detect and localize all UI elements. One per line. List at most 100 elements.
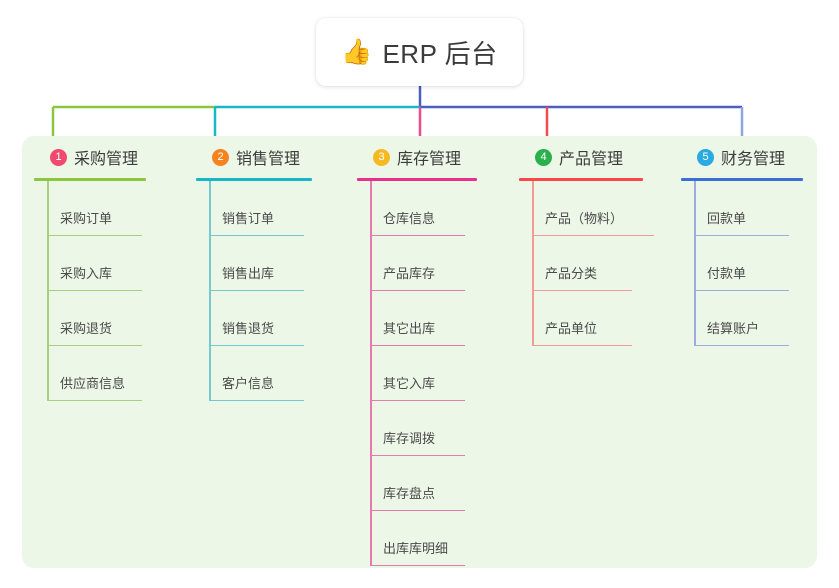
leaf-list: 仓库信息产品库存其它出库其它入库库存调拨库存盘点出库库明细 <box>357 181 477 566</box>
leaf-spine <box>209 181 211 401</box>
leaf-item[interactable]: 产品分类 <box>519 236 643 291</box>
leaf-item[interactable]: 供应商信息 <box>34 346 146 401</box>
leaf-label: 产品单位 <box>545 321 598 336</box>
leaf-label: 付款单 <box>707 266 747 281</box>
leaf-item[interactable]: 付款单 <box>681 236 803 291</box>
leaf-item[interactable]: 客户信息 <box>196 346 312 401</box>
leaf-underline <box>209 344 304 346</box>
branch-number-badge: 1 <box>50 148 67 166</box>
leaf-item[interactable]: 产品（物料） <box>519 181 654 236</box>
leaf-label: 仓库信息 <box>383 211 436 226</box>
leaf-label: 产品（物料） <box>545 211 624 226</box>
branch-title: 销售管理 <box>236 151 301 168</box>
leaf-underline <box>532 289 632 291</box>
leaf-underline <box>47 399 142 401</box>
leaf-underline <box>694 344 789 346</box>
leaf-label: 采购退货 <box>60 321 113 336</box>
leaf-label: 销售出库 <box>222 266 275 281</box>
leaf-label: 销售订单 <box>222 211 275 226</box>
leaf-item[interactable]: 其它入库 <box>357 346 477 401</box>
leaf-label: 客户信息 <box>222 376 275 391</box>
branch-header-1[interactable]: 1 采购管理 <box>34 145 146 169</box>
leaf-underline <box>370 234 465 236</box>
root-node[interactable]: 👍 ERP 后台 <box>316 18 523 86</box>
leaf-label: 采购订单 <box>60 211 113 226</box>
leaf-underline <box>209 234 304 236</box>
leaf-underline <box>532 234 654 236</box>
root-node-content: 👍 ERP 后台 <box>341 34 497 71</box>
leaf-item[interactable]: 销售退货 <box>196 291 312 346</box>
branch-title: 采购管理 <box>74 151 139 168</box>
branch-header-4[interactable]: 4 产品管理 <box>519 145 643 169</box>
branch-number-badge: 3 <box>373 148 390 166</box>
leaf-item[interactable]: 产品库存 <box>357 236 477 291</box>
branch-number-badge: 5 <box>697 148 714 166</box>
leaf-underline <box>370 289 465 291</box>
leaf-list: 采购订单采购入库采购退货供应商信息 <box>34 181 146 401</box>
leaf-underline <box>209 399 304 401</box>
branch-underline <box>34 178 146 181</box>
leaf-underline <box>209 289 304 291</box>
leaf-underline <box>47 234 142 236</box>
branch-underline <box>519 178 643 181</box>
branch-number-badge: 2 <box>212 148 229 166</box>
leaf-item[interactable]: 出库库明细 <box>357 511 477 566</box>
leaf-item[interactable]: 仓库信息 <box>357 181 477 236</box>
branch-header-5[interactable]: 5 财务管理 <box>681 145 803 169</box>
leaf-item[interactable]: 结算账户 <box>681 291 803 346</box>
leaf-item[interactable]: 库存盘点 <box>357 456 477 511</box>
leaf-label: 产品分类 <box>545 266 598 281</box>
leaf-item[interactable]: 采购订单 <box>34 181 146 236</box>
branch-title: 产品管理 <box>559 151 624 168</box>
root-title: ERP 后台 <box>382 38 498 69</box>
leaf-underline <box>370 454 465 456</box>
branch-column-2: 2 销售管理销售订单销售出库销售退货客户信息 <box>196 145 312 401</box>
branch-column-5: 5 财务管理回款单付款单结算账户 <box>681 145 803 346</box>
leaf-list: 销售订单销售出库销售退货客户信息 <box>196 181 312 401</box>
branch-underline <box>681 178 803 181</box>
leaf-label: 供应商信息 <box>60 376 126 391</box>
leaf-underline <box>532 344 632 346</box>
leaf-item[interactable]: 回款单 <box>681 181 803 236</box>
leaf-list: 回款单付款单结算账户 <box>681 181 803 346</box>
leaf-spine <box>694 181 696 346</box>
leaf-label: 结算账户 <box>707 321 760 336</box>
branch-underline <box>357 178 477 181</box>
leaf-underline <box>694 289 789 291</box>
leaf-underline <box>370 564 465 566</box>
thumbs-up-icon: 👍 <box>341 37 373 66</box>
leaf-item[interactable]: 产品单位 <box>519 291 643 346</box>
leaf-spine <box>47 181 49 401</box>
leaf-list: 产品（物料） 产品分类产品单位 <box>519 181 654 346</box>
leaf-label: 库存盘点 <box>383 486 436 501</box>
leaf-item[interactable]: 库存调拨 <box>357 401 477 456</box>
leaf-spine <box>370 181 372 566</box>
branch-column-4: 4 产品管理产品（物料） 产品分类产品单位 <box>519 145 654 346</box>
leaf-spine <box>532 181 534 346</box>
leaf-item[interactable]: 采购入库 <box>34 236 146 291</box>
leaf-underline <box>370 399 465 401</box>
leaf-label: 回款单 <box>707 211 747 226</box>
leaf-underline <box>370 509 465 511</box>
leaf-underline <box>47 344 142 346</box>
leaf-label: 其它出库 <box>383 321 436 336</box>
branch-underline <box>196 178 312 181</box>
leaf-label: 采购入库 <box>60 266 113 281</box>
branch-header-2[interactable]: 2 销售管理 <box>196 145 312 169</box>
leaf-label: 库存调拨 <box>383 431 436 446</box>
leaf-item[interactable]: 采购退货 <box>34 291 146 346</box>
leaf-label: 销售退货 <box>222 321 275 336</box>
leaf-label: 其它入库 <box>383 376 436 391</box>
branch-column-1: 1 采购管理采购订单采购入库采购退货供应商信息 <box>34 145 146 401</box>
leaf-item[interactable]: 其它出库 <box>357 291 477 346</box>
branch-number-badge: 4 <box>535 148 552 166</box>
leaf-item[interactable]: 销售订单 <box>196 181 312 236</box>
branch-title: 财务管理 <box>721 151 786 168</box>
leaf-label: 出库库明细 <box>383 541 449 556</box>
leaf-underline <box>47 289 142 291</box>
branches-panel <box>22 136 817 568</box>
leaf-item[interactable]: 销售出库 <box>196 236 312 291</box>
